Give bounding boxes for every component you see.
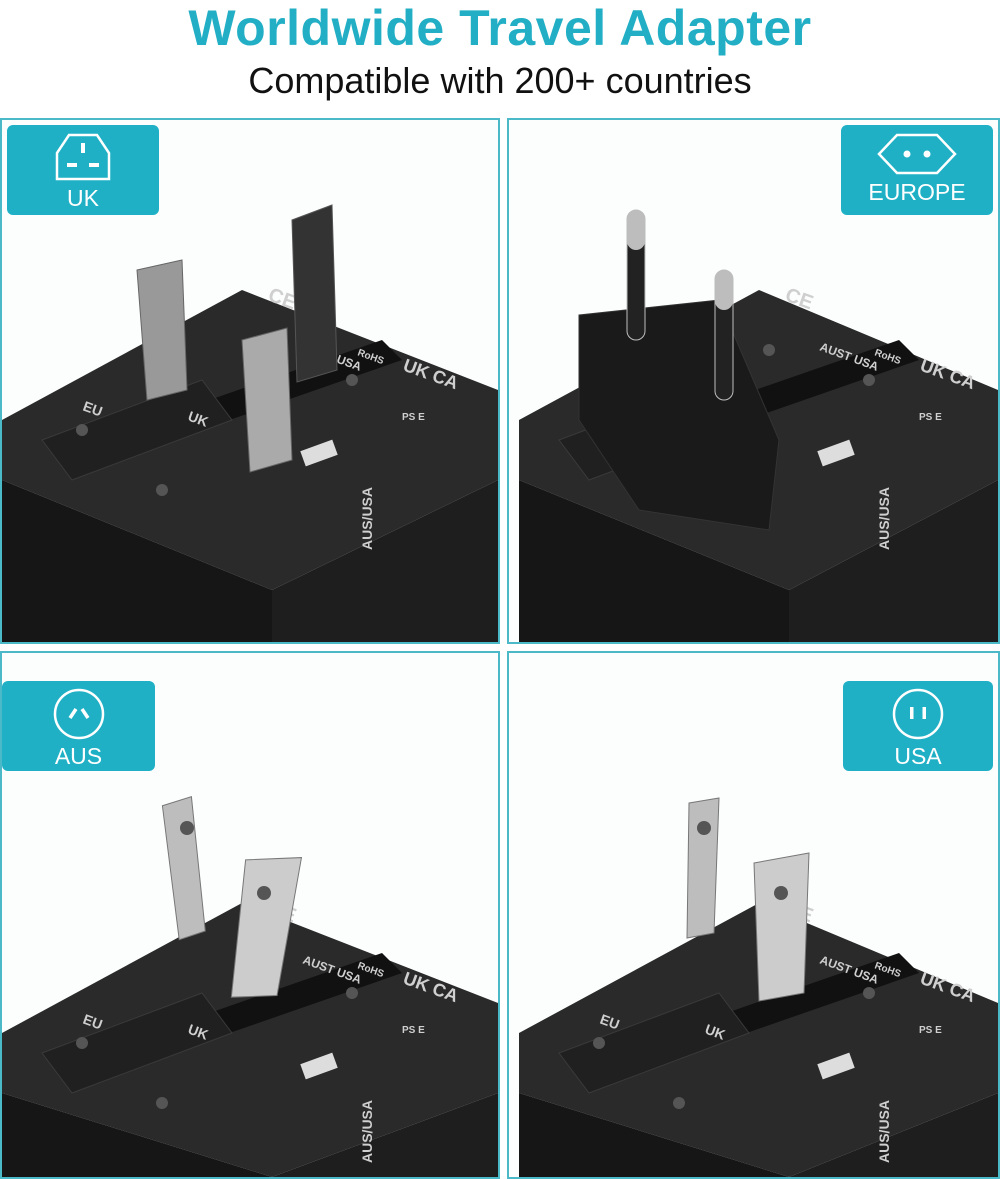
marking-uk: UK: [186, 1021, 210, 1043]
screw: [593, 1037, 605, 1049]
adapter-side-face: [272, 480, 498, 642]
adapter-front-face: [519, 1093, 789, 1177]
plug-blade-right: [230, 857, 303, 998]
marking-eu: EU: [598, 1011, 622, 1033]
usb-port: [817, 1052, 855, 1080]
marking-aus-usa: AUS/USA: [359, 487, 375, 550]
screw: [763, 344, 775, 356]
badge-aus: AUS: [2, 681, 155, 771]
adapter-front-face: [519, 480, 789, 642]
screw: [673, 1097, 685, 1109]
page-subtitle: Compatible with 200+ countries: [248, 60, 752, 101]
usb-port: [300, 439, 338, 467]
usb-port: [300, 1052, 338, 1080]
blade-hole: [257, 886, 271, 900]
adapter-side-face: [272, 1093, 498, 1177]
screw: [76, 424, 88, 436]
marking-uk: UK: [186, 408, 210, 430]
usb-port: [817, 439, 855, 467]
marking-aus-usa: AUS/USA: [359, 1100, 375, 1163]
plug-pin-earth-left: [136, 259, 188, 401]
screw: [863, 987, 875, 999]
uk-plug-icon: [55, 133, 111, 181]
marking-ps: PS E: [919, 412, 942, 423]
marking-ps: PS E: [402, 412, 425, 423]
blade-hole: [697, 821, 711, 835]
plug-pin-earth: [291, 204, 338, 383]
aus-plug-icon: [53, 688, 104, 740]
plug-pin-tip-left: [627, 210, 645, 250]
marking-eu: EU: [81, 1011, 105, 1033]
badge-europe: EUROPE: [841, 125, 993, 215]
plug-pin-live: [241, 327, 293, 473]
screw: [863, 374, 875, 386]
marking-aus-usa: AUS/USA: [876, 487, 892, 550]
badge-usa: USA: [843, 681, 993, 771]
eu-plug-icon: [877, 133, 957, 175]
screw: [346, 374, 358, 386]
plug-pin-tip-right: [715, 270, 733, 310]
badge-label: AUS: [54, 743, 103, 769]
plug-blade-right: [753, 852, 810, 1002]
screw: [346, 987, 358, 999]
screw: [156, 1097, 168, 1109]
plug-blade-left: [161, 795, 206, 941]
plug-recess: [558, 992, 750, 1094]
plug-blade-left: [686, 797, 720, 939]
badge-uk: UK: [7, 125, 159, 215]
usa-plug-icon: [892, 688, 944, 740]
page-title: Worldwide Travel Adapter: [188, 0, 812, 56]
plug-recess: [41, 992, 233, 1094]
marking-eu: EU: [81, 398, 105, 420]
blade-hole: [180, 821, 194, 835]
adapter-side-face: [789, 480, 998, 642]
screw: [76, 1037, 88, 1049]
marking-ps: PS E: [402, 1025, 425, 1036]
marking-uk: UK: [703, 1021, 727, 1043]
marking-aus-usa: AUS/USA: [876, 1100, 892, 1163]
blade-hole: [774, 886, 788, 900]
badge-label: UK: [67, 185, 99, 211]
screw: [156, 484, 168, 496]
adapter-front-face: [2, 1093, 272, 1177]
adapter-side-face: [789, 1093, 998, 1177]
badge-label: EUROPE: [868, 179, 966, 205]
badge-label: USA: [894, 743, 942, 769]
marking-ps: PS E: [919, 1025, 942, 1036]
adapter-front-face: [2, 480, 272, 642]
